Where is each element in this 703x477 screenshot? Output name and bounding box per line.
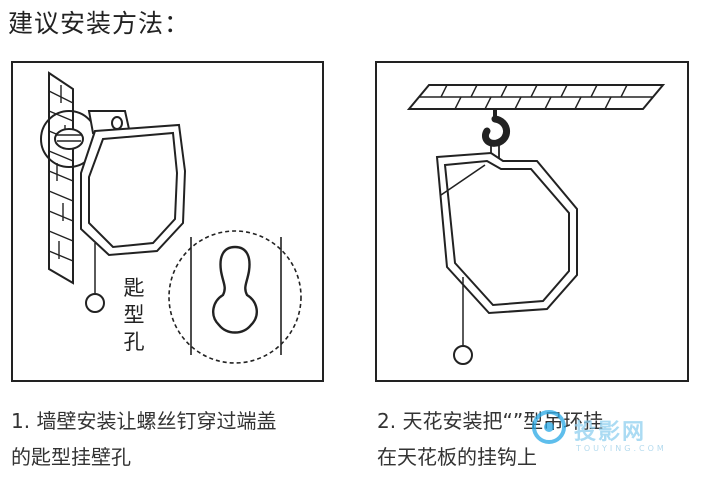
watermark-text: 投影网 xyxy=(574,420,647,445)
ceiling-mount-caption: 2. 天花安装把“”型吊环挂 在天花板的挂钩上 xyxy=(377,403,603,475)
ceiling-mount-illustration xyxy=(375,61,689,382)
caption-line: 1. 墙壁安装让螺丝钉穿过端盖 xyxy=(11,409,277,433)
caption-line: 在天花板的挂钩上 xyxy=(377,445,537,469)
caption-line-start: 2. 天花安装把“ xyxy=(377,409,513,433)
wall-mount-illustration: 匙 型 孔 xyxy=(11,61,324,382)
keyhole-label-char: 型 xyxy=(123,303,145,327)
watermark-subtext: TOUYING.COM xyxy=(576,444,667,453)
wall-mount-caption: 1. 墙壁安装让螺丝钉穿过端盖 的匙型挂壁孔 xyxy=(11,403,276,475)
page-title: 建议安装方法： xyxy=(8,9,191,38)
wall-mount-drawing xyxy=(40,71,302,364)
watermark-ring-icon xyxy=(532,410,566,444)
keyhole-label: 匙 型 孔 xyxy=(121,275,147,356)
keyhole-label-char: 孔 xyxy=(123,330,145,354)
watermark-logo: 投影网 TOUYING.COM xyxy=(532,406,692,458)
keyhole-label-char: 匙 xyxy=(123,276,145,300)
caption-line: 的匙型挂壁孔 xyxy=(11,445,131,469)
ceiling-mount-drawing xyxy=(406,84,666,365)
